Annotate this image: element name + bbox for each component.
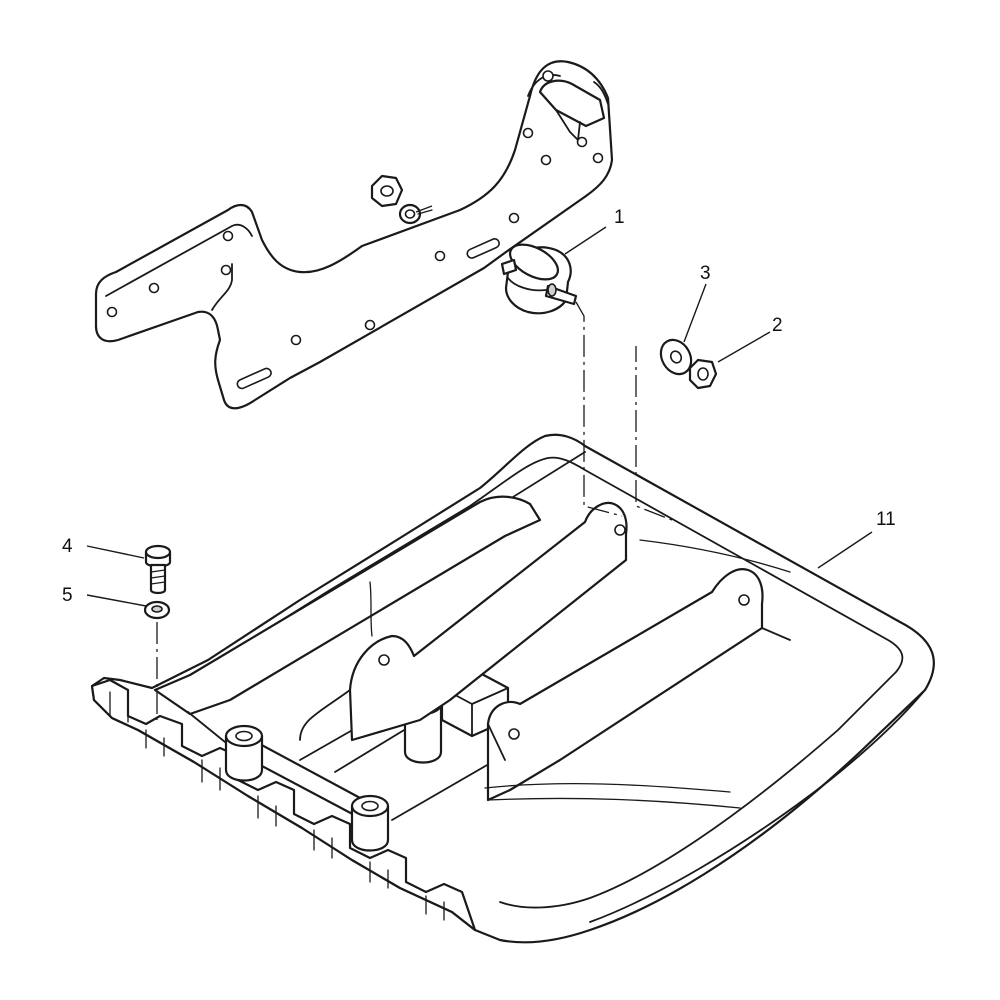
callout-11: 11 <box>876 509 896 530</box>
callout-leaders <box>86 226 873 607</box>
lock-washer <box>143 600 171 620</box>
callout-3: 3 <box>700 263 711 284</box>
washer <box>659 338 693 376</box>
mounting-boss-left <box>224 724 264 782</box>
mounting-boss-front <box>350 794 390 852</box>
assembly-lines <box>156 205 673 720</box>
bolt <box>144 544 172 595</box>
upper-mounting-plate <box>94 60 614 410</box>
plate-washer <box>398 203 433 225</box>
callout-5: 5 <box>62 585 73 606</box>
callout-2: 2 <box>772 315 783 336</box>
callout-4: 4 <box>62 536 73 557</box>
seat-base-tray <box>90 433 935 944</box>
plate-nut <box>370 174 404 208</box>
callout-1: 1 <box>614 207 625 228</box>
rubber-mount <box>500 243 578 315</box>
nut <box>688 358 718 390</box>
